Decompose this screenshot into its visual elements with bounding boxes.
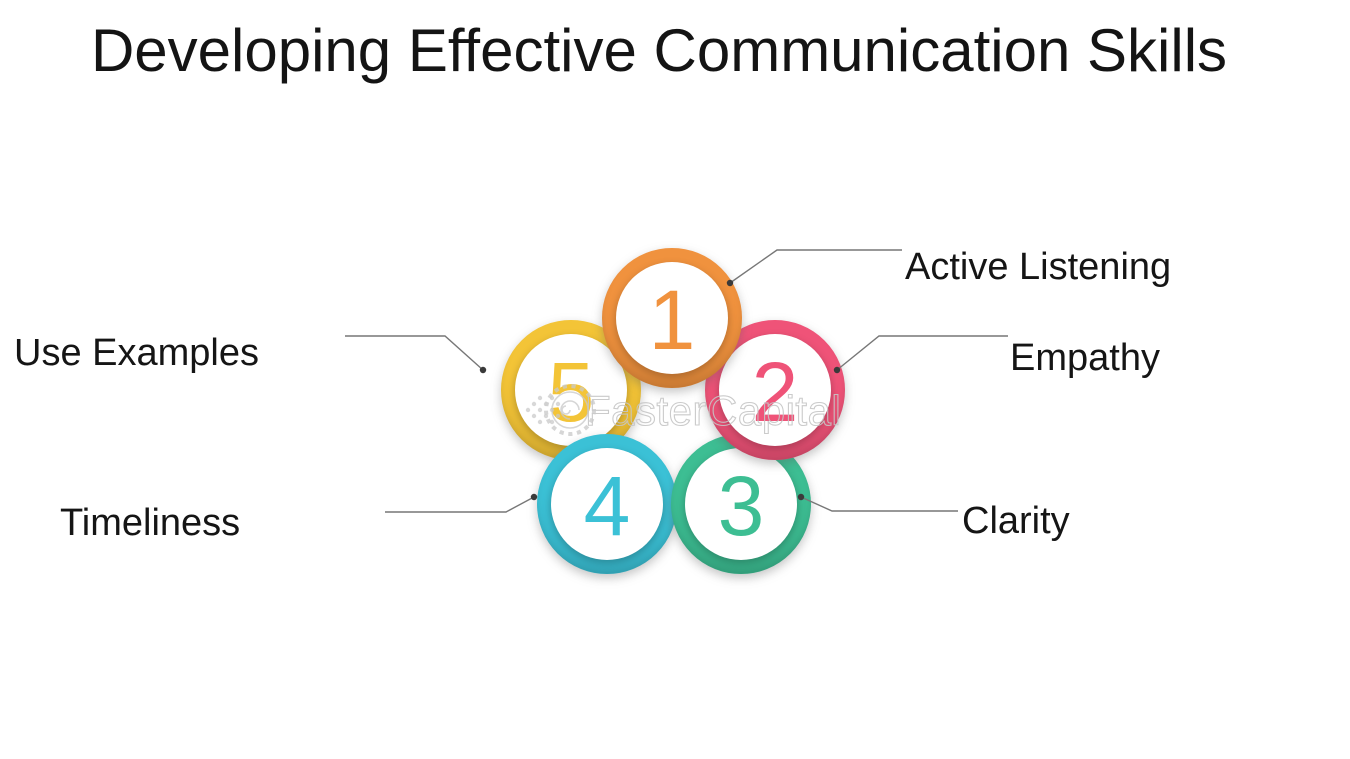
step-number-1: 1 [648, 273, 696, 367]
label-timeliness: Timeliness [60, 502, 241, 544]
connector-use-examples [345, 335, 484, 371]
label-use-examples: Use Examples [14, 332, 259, 374]
step-number-2: 2 [751, 345, 799, 439]
connector-empathy [836, 335, 1008, 371]
circle-item-1: 1 [602, 248, 742, 388]
step-number-4: 4 [583, 459, 631, 553]
label-active-listening: Active Listening [905, 246, 1172, 288]
page-title: Developing Effective Communication Skill… [90, 17, 1228, 84]
connector-active-listening [729, 249, 902, 284]
label-clarity: Clarity [962, 500, 1070, 542]
connector-clarity [800, 496, 958, 512]
step-number-3: 3 [717, 459, 765, 553]
connector-dot-5 [479, 366, 487, 374]
connector-timeliness [385, 496, 535, 513]
label-empathy: Empathy [1010, 337, 1160, 379]
circle-item-4: 4 [537, 434, 677, 574]
